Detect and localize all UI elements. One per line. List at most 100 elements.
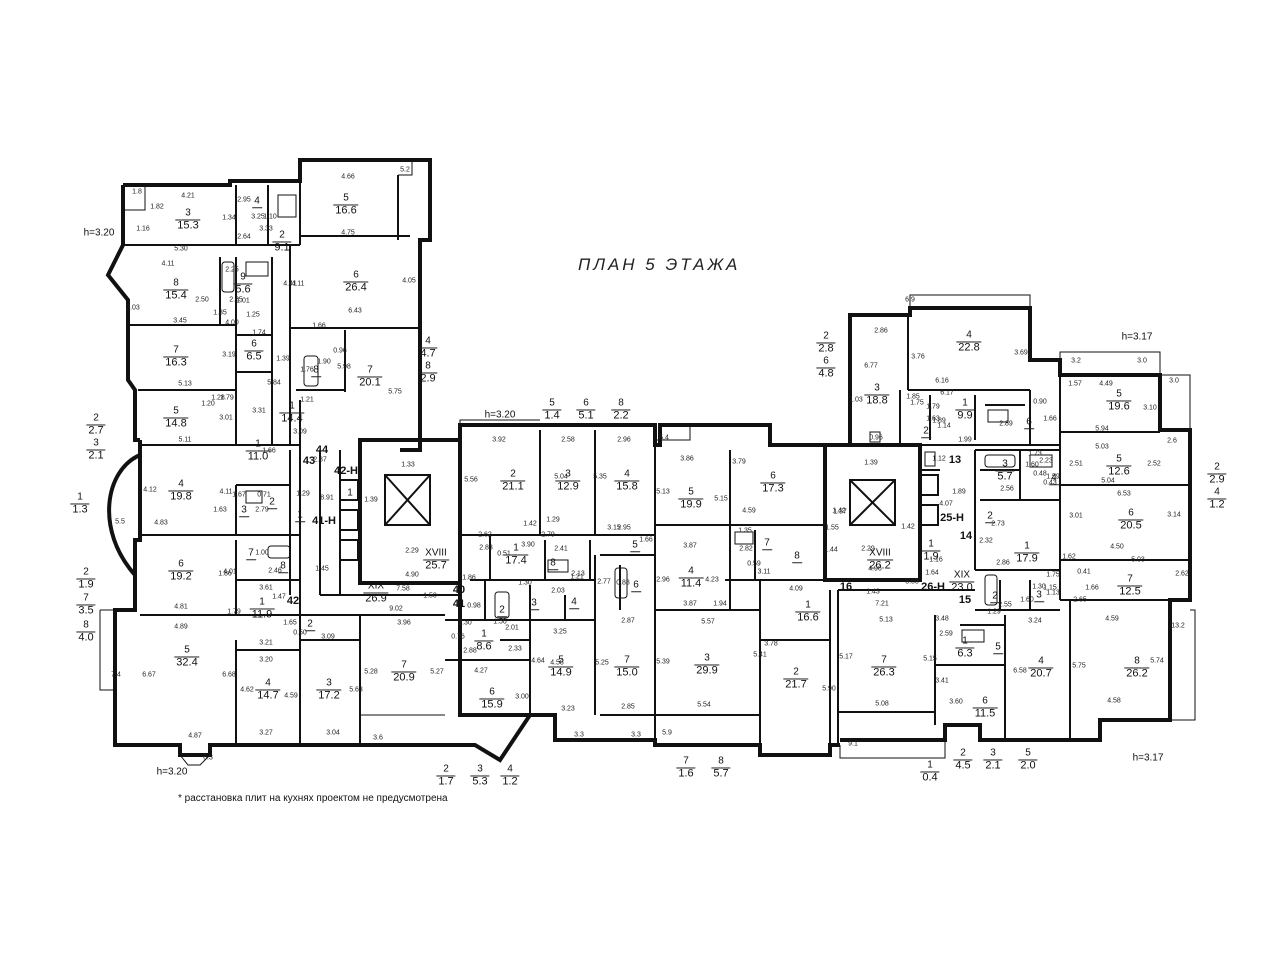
dimension-label: 3.21	[259, 639, 273, 647]
dimension-label: 3.69	[1014, 349, 1028, 357]
dimension-label: 2.96	[656, 576, 670, 584]
dimension-label: 1.03	[849, 396, 863, 404]
dimension-label: 3.00	[515, 693, 529, 701]
dimension-label: 5.54	[697, 701, 711, 709]
apartment-tag: 42	[286, 595, 300, 607]
dimension-label: 1.89	[952, 488, 966, 496]
height-label: h=3.17	[1132, 752, 1164, 764]
dimension-label: 0.76	[451, 633, 465, 641]
dimension-label: 3.2	[1071, 357, 1081, 365]
dimension-label: 0.41	[1077, 568, 1091, 576]
apartment-tag: 43	[302, 455, 316, 467]
dimension-label: 1.21	[300, 396, 314, 404]
dimension-label: 5.90	[822, 685, 836, 693]
dimension-label: 3.92	[492, 436, 506, 444]
dimension-label: 5.58	[905, 578, 919, 586]
dimension-label: 4.07	[939, 500, 953, 508]
dimension-label: 7.21	[875, 600, 889, 608]
west-wing-partitions	[123, 175, 445, 745]
dimension-label: 1.42	[832, 507, 846, 515]
dimension-label: 6.67	[142, 671, 156, 679]
dimension-label: 0.71	[257, 491, 271, 499]
dimension-label: 2.86	[996, 559, 1010, 567]
dimension-label: 5.39	[656, 658, 670, 666]
dimension-label: 3.3	[574, 731, 584, 739]
dimension-label: 4.27	[474, 667, 488, 675]
dimension-label: 2.79	[255, 506, 269, 514]
dimension-label: 3.31	[252, 407, 266, 415]
apartment-tag: 40	[452, 584, 466, 596]
dimension-label: 5.63	[349, 686, 363, 694]
dimension-label: 4.09	[789, 585, 803, 593]
dimension-label: 2.23	[1039, 457, 1053, 465]
dimension-label: 1.65	[283, 619, 297, 627]
room-label: 4	[252, 195, 262, 208]
dimension-label: 0.96	[333, 347, 347, 355]
dimension-label: 2.96	[617, 436, 631, 444]
dimension-label: 1.60	[1025, 461, 1039, 469]
dimension-label: 1.86	[462, 574, 476, 582]
dimension-label: 2.01	[505, 624, 519, 632]
dimension-label: 5.13	[178, 380, 192, 388]
dimension-label: 5.28	[364, 668, 378, 676]
room-label: 3	[1034, 589, 1044, 602]
dimension-label: 1.85	[906, 393, 920, 401]
dimension-label: 3.86	[680, 455, 694, 463]
dimension-label: 7.4	[111, 671, 121, 679]
dimension-label: 1.63	[213, 506, 227, 514]
dimension-label: 0.98	[467, 602, 481, 610]
dimension-label: 6.58	[1013, 667, 1027, 675]
dimension-label: 1.25	[246, 311, 260, 319]
dimension-label: 3.09	[321, 633, 335, 641]
dimension-label: 1.66	[639, 536, 653, 544]
dimension-label: 1.55	[825, 524, 839, 532]
dimension-label: 3.23	[561, 705, 575, 713]
dimension-label: 4.59	[742, 507, 756, 515]
dimension-label: 1.35	[738, 527, 752, 535]
dimension-label: 1.21	[570, 573, 584, 581]
dimension-label: 1.79	[227, 608, 241, 616]
dimension-label: 2.88	[463, 647, 477, 655]
height-label: h=3.20	[83, 227, 115, 239]
dimension-label: 3.27	[259, 729, 273, 737]
dimension-label: 4.11	[161, 260, 175, 268]
dimension-label: 2.85	[621, 703, 635, 711]
dimension-label: 3.33	[259, 225, 273, 233]
dimension-label: 5.15	[923, 655, 937, 663]
west-wing-walls	[105, 158, 445, 757]
dimension-label: 2.73	[991, 520, 1005, 528]
footnote: * расстановка плит на кухнях проектом не…	[178, 793, 448, 804]
height-label: h=3.20	[156, 766, 188, 778]
dimension-label: 2.87	[313, 456, 327, 464]
dimension-label: 2.50	[195, 296, 209, 304]
dimension-label: 1.89	[932, 417, 946, 425]
dimension-label: 9.02	[389, 605, 403, 613]
dimension-label: 3.01	[219, 414, 233, 422]
dimension-label: 4.62	[240, 686, 254, 694]
dimension-label: 3.90	[521, 541, 535, 549]
dimension-label: 6.53	[1117, 490, 1131, 498]
room-label: 6	[1024, 416, 1034, 429]
balcony-outlines	[99, 160, 1196, 766]
dimension-label: 6.43	[348, 307, 362, 315]
dimension-label: 2.62	[478, 531, 492, 539]
room-label: 2	[985, 510, 995, 523]
dimension-label: 2.62	[1175, 570, 1189, 578]
dimension-label: 1.14	[937, 422, 951, 430]
dimension-label: 1.74	[252, 329, 266, 337]
dimension-label: 5.04	[554, 473, 568, 481]
dimension-label: 2.95	[617, 524, 631, 532]
dimension-label: 6.77	[864, 362, 878, 370]
dimension-label: 3.60	[949, 698, 963, 706]
